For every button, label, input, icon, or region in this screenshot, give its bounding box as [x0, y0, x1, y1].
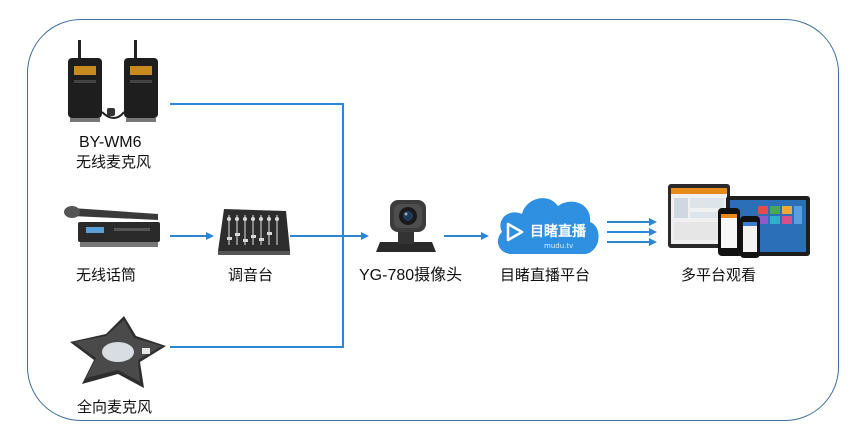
- wireless-mic-name-label: 无线麦克风: [76, 154, 152, 171]
- wireless-lavalier-mic-icon: [62, 36, 172, 124]
- viewing-label: 多平台观看: [681, 267, 757, 284]
- omni-mic-line: [170, 236, 344, 348]
- multi-device-icon: [666, 182, 814, 262]
- wireless-mic-model-label: BY-WM6: [79, 134, 142, 151]
- mixer-label: 调音台: [228, 267, 274, 284]
- camera-label: YG-780摄像头: [359, 267, 463, 284]
- cloud-icon: 目睹直播 mudu.tv: [492, 188, 604, 258]
- platform-label: 目睹直播平台: [500, 267, 591, 284]
- audio-mixer-icon: [216, 205, 292, 257]
- handheld-wireless-mic-icon: [58, 196, 170, 256]
- omni-mic-label: 全向麦克风: [77, 399, 153, 416]
- platform-logo-text: 目睹直播: [530, 223, 587, 240]
- wireless-mic-line: [170, 103, 344, 236]
- platform-logo-subtext: mudu.tv: [544, 242, 573, 250]
- handheld-mic-label: 无线话筒: [76, 267, 137, 284]
- conference-omni-mic-icon: [64, 312, 172, 394]
- ptz-camera-icon: [370, 192, 442, 256]
